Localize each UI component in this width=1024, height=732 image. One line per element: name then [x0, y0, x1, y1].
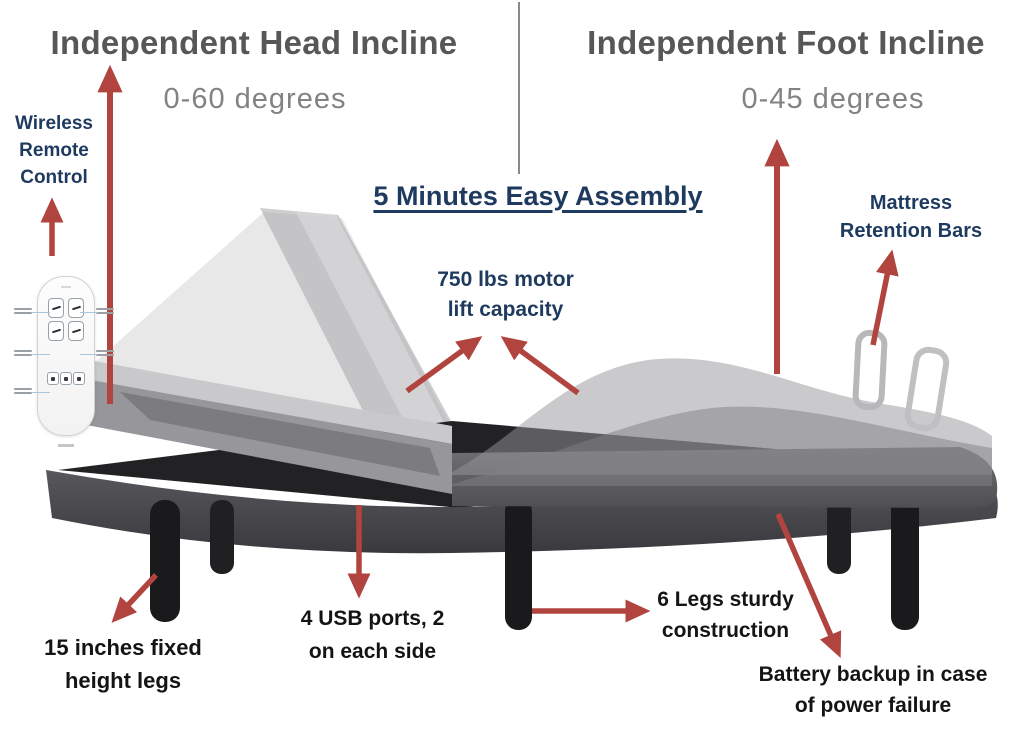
callout-line: of power failure [794, 694, 952, 717]
head-incline-title: Independent Head Incline [50, 24, 458, 61]
remote-label-connector [32, 312, 50, 313]
callout-line: on each side [308, 640, 437, 663]
callout-six-legs: 6 Legs sturdy construction [643, 584, 808, 646]
remote-head-down-button [48, 321, 64, 341]
remote-logo-mark [61, 286, 71, 288]
callout-line: Wireless [15, 113, 93, 134]
remote-side-label [14, 308, 32, 315]
remote-label-connector [80, 354, 98, 355]
arrow-motor-left [405, 336, 483, 394]
bed-illustration [46, 208, 998, 630]
arrow-fixed-legs [111, 573, 159, 623]
callout-line: height legs [64, 668, 182, 693]
callout-line: construction [661, 619, 790, 642]
callout-fixed-height-legs: 15 inches fixed height legs [30, 631, 216, 697]
bed-leg [891, 490, 919, 630]
callout-retention-bars: Mattress Retention Bars [818, 189, 1004, 245]
remote-preset-row [47, 372, 85, 385]
recline-icon [71, 305, 81, 311]
arrow-battery [775, 512, 842, 659]
remote-side-label [14, 388, 32, 395]
head-incline-range: 0-60 degrees [163, 83, 347, 115]
callout-line: 6 Legs sturdy [657, 588, 794, 611]
callout-line: Remote [19, 140, 89, 161]
annotation-arrows [40, 64, 899, 659]
mattress-retention-bar [852, 329, 888, 411]
callout-usb-ports: 4 USB ports, 2 on each side [280, 602, 465, 668]
head-slab-top [46, 354, 452, 444]
callout-battery-backup: Battery backup in case of power failure [738, 659, 1008, 721]
recline-icon [71, 328, 81, 334]
callout-line: 750 lbs motor [437, 268, 574, 291]
callout-wireless-remote: Wireless Remote Control [6, 110, 102, 191]
mattress-retention-bar [904, 346, 950, 432]
bed-leg [150, 500, 180, 622]
callout-motor-capacity: 750 lbs motor lift capacity [413, 265, 598, 325]
remote-label-connector [32, 392, 50, 393]
remote-preset-button [47, 372, 59, 385]
remote-button-grid [48, 298, 84, 341]
callout-line: lift capacity [447, 298, 564, 321]
bed-leg [210, 500, 234, 574]
remote-preset-button [60, 372, 72, 385]
remote-head-up-button [48, 298, 64, 318]
header-divider [518, 2, 520, 174]
remote-foot-down-button [68, 321, 84, 341]
remote-label-connector [80, 312, 98, 313]
preset-icon [64, 376, 68, 381]
bed-leg [505, 498, 532, 630]
remote-foot-up-button [68, 298, 84, 318]
remote-preset-button [73, 372, 85, 385]
preset-icon [77, 376, 81, 381]
recline-icon [51, 305, 61, 311]
foot-incline-range: 0-45 degrees [741, 83, 925, 115]
assembly-banner: 5 Minutes Easy Assembly [373, 181, 703, 211]
callout-line: Mattress [869, 192, 953, 214]
head-slab-inset [120, 392, 440, 476]
callout-line: Retention Bars [839, 220, 983, 242]
bed-leg [827, 494, 851, 574]
callout-line: Battery backup in case [758, 663, 988, 686]
arrow-retention-bars [870, 249, 899, 346]
remote-side-label [14, 350, 32, 357]
remote-label-connector [32, 354, 50, 355]
callout-line: 4 USB ports, 2 [300, 607, 445, 630]
remote-side-label [96, 308, 114, 315]
foot-incline-ghost-low [452, 406, 992, 486]
recline-icon [51, 328, 61, 334]
remote-caption-mark [58, 444, 74, 447]
foot-incline-title: Independent Foot Incline [587, 24, 985, 61]
callout-line: 15 inches fixed [44, 635, 202, 660]
remote-side-label [96, 350, 114, 357]
remote-control-illustration [37, 276, 95, 447]
arrow-motor-right [500, 336, 580, 396]
callout-line: Control [20, 167, 88, 188]
preset-icon [51, 376, 55, 381]
